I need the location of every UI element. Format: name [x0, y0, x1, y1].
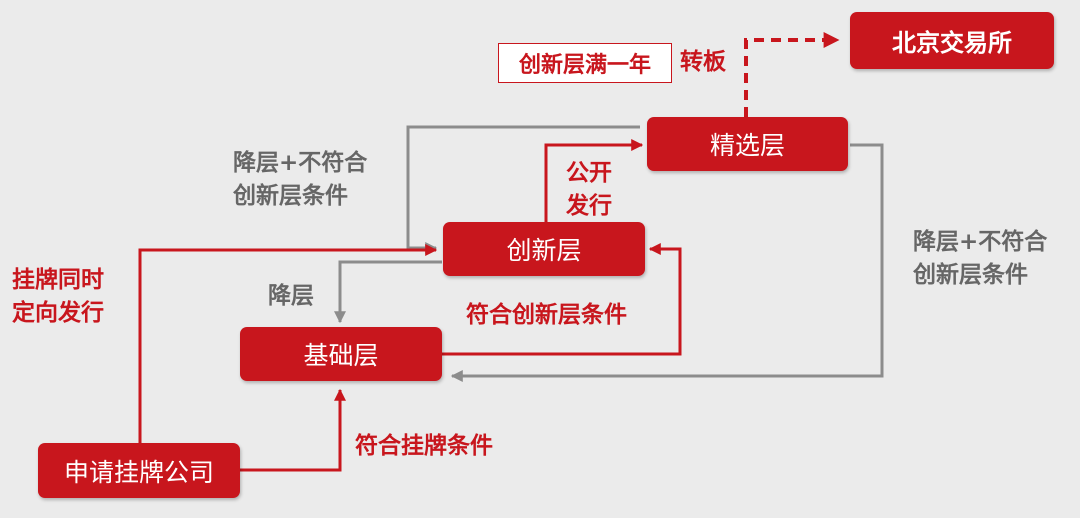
label-listing-issue-1: 挂牌同时: [12, 267, 104, 293]
label-downgrade-right-1: 降层+不符合: [913, 229, 1048, 255]
arrow-innovation-to-select: [544, 139, 644, 222]
node-base-tier: 基础层: [240, 327, 442, 381]
arrow-select-to-innovation: [406, 125, 640, 254]
label-downgrade-right-2: 创新层条件: [913, 262, 1028, 288]
label-meets-listing: 符合挂牌条件: [355, 433, 493, 459]
arrow-applicant-to-base: [240, 388, 346, 472]
node-beijing-exchange: 北京交易所: [850, 12, 1054, 69]
label-one-year: 创新层满一年: [498, 43, 672, 83]
label-downgrade: 降层: [268, 283, 314, 309]
node-innovation-tier: 创新层: [443, 222, 645, 276]
node-applicant: 申请挂牌公司: [38, 443, 240, 498]
label-public-issue-2: 发行: [566, 193, 612, 219]
arrow-select-to-base: [450, 143, 884, 382]
label-public-issue-1: 公开: [566, 160, 612, 186]
node-select-tier: 精选层: [647, 117, 848, 171]
label-downgrade-left-2: 创新层条件: [233, 183, 348, 209]
arrow-base-to-innovation: [442, 243, 682, 356]
arrow-innovation-to-base: [334, 260, 442, 324]
label-listing-issue-2: 定向发行: [12, 300, 104, 326]
label-transfer: 转板: [680, 49, 726, 75]
arrow-applicant-to-innovation: [138, 244, 438, 443]
label-meets-innovation: 符合创新层条件: [466, 302, 627, 328]
label-downgrade-left-1: 降层+不符合: [233, 150, 368, 176]
arrow-select-to-bse: [744, 32, 840, 117]
